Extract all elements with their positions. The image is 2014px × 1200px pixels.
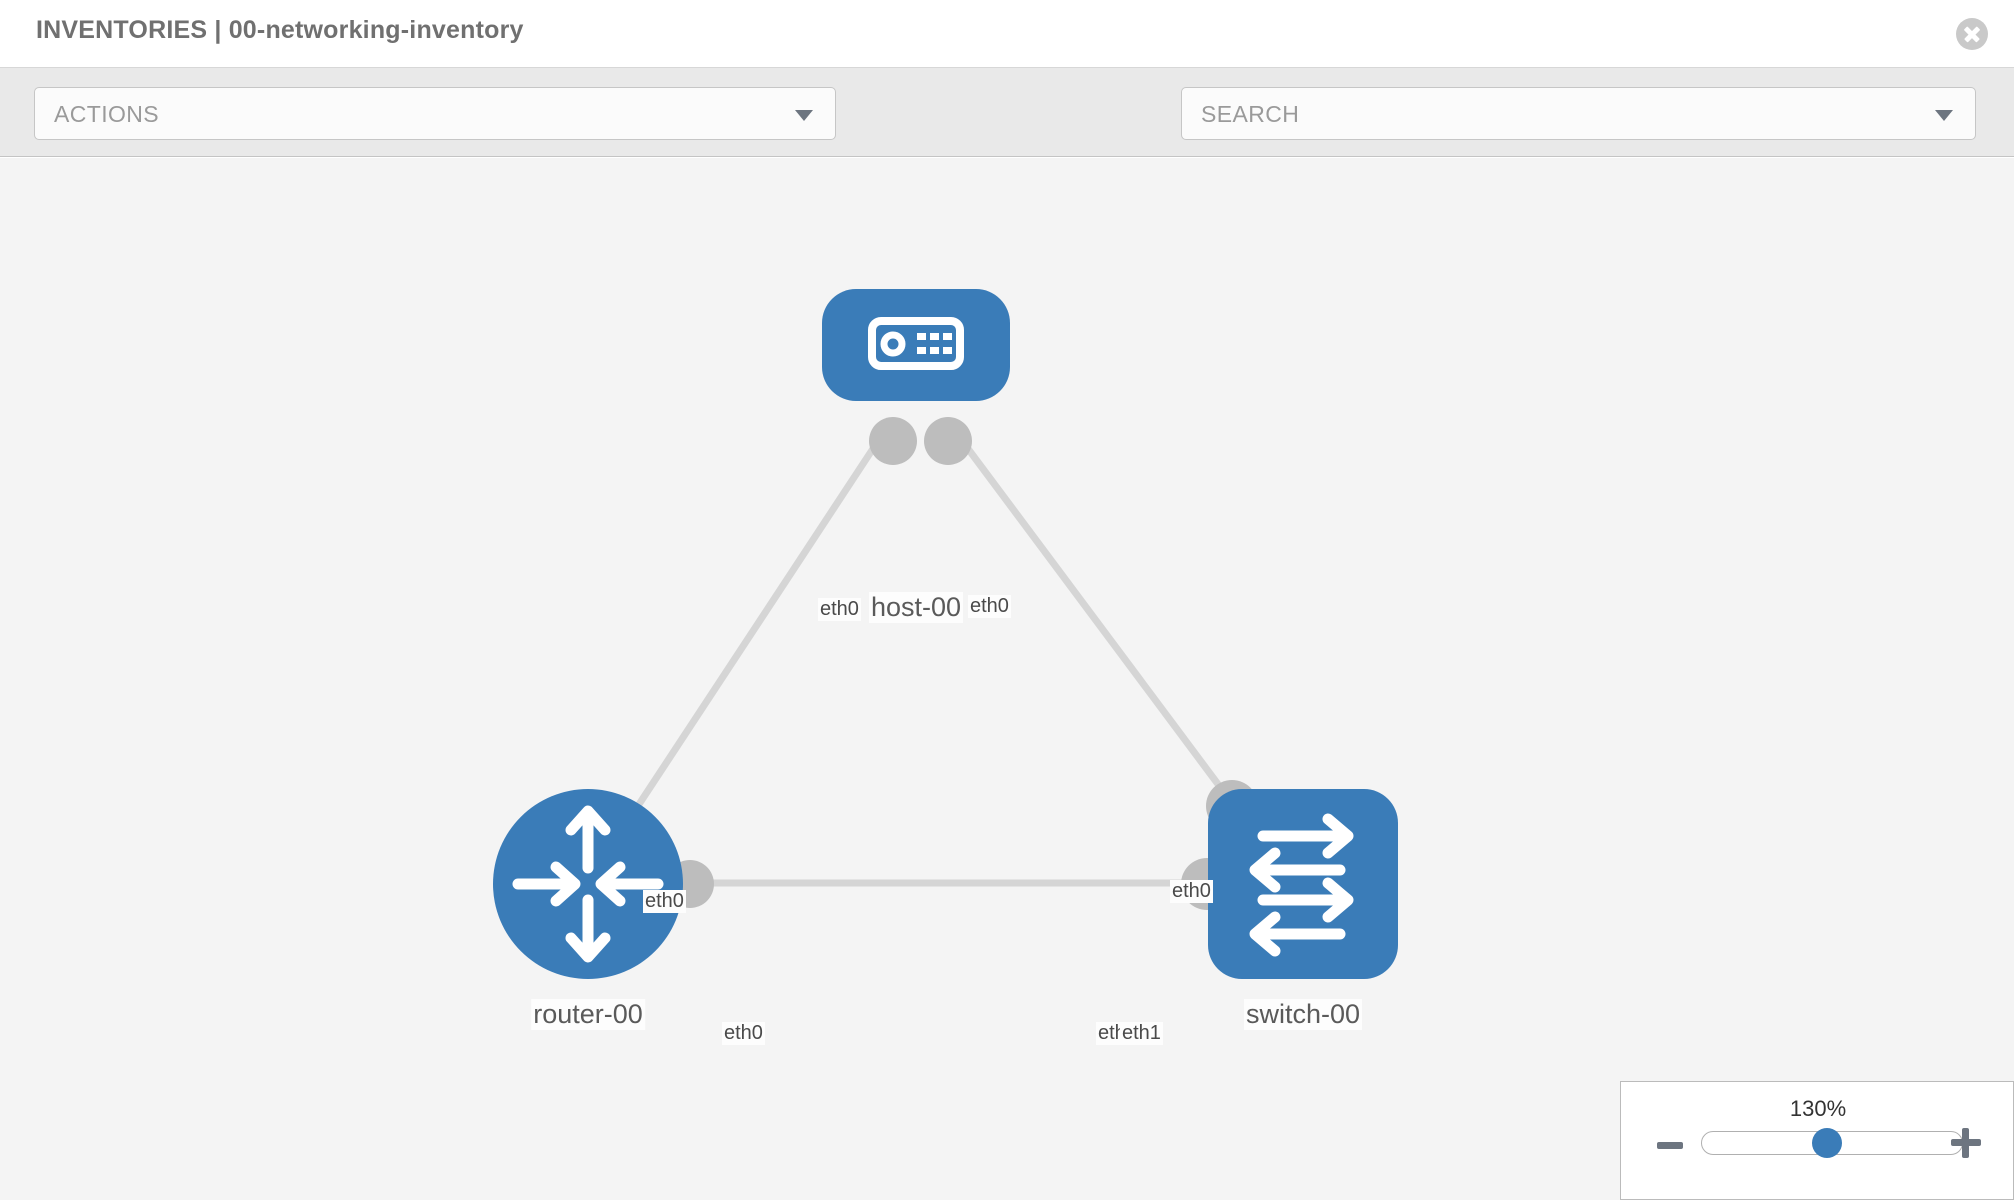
switch-arrows-icon: [1249, 813, 1354, 957]
zoom-control-panel: 130%: [1620, 1081, 2014, 1200]
page-title: INVENTORIES | 00-networking-inventory: [36, 16, 524, 44]
node-switch-00: [1208, 789, 1398, 979]
close-icon[interactable]: [1956, 18, 1988, 50]
port-circle: [869, 417, 917, 465]
iface-label: eth0: [643, 890, 686, 913]
link-host-router: [627, 436, 883, 820]
server-icon: [868, 317, 964, 370]
minus-icon[interactable]: [1657, 1142, 1683, 1149]
iface-label: eth0: [818, 598, 861, 621]
actions-dropdown-label: ACTIONS: [54, 101, 160, 127]
search-input[interactable]: SEARCH: [1181, 87, 1976, 140]
topology-ports: [666, 417, 1258, 910]
zoom-slider-thumb[interactable]: [1812, 1128, 1843, 1158]
iface-label: eth1: [1120, 1022, 1163, 1045]
node-host-00: [822, 289, 1010, 401]
zoom-level-value: 130%: [1789, 1096, 1847, 1121]
plus-icon[interactable]: [1951, 1128, 1981, 1158]
topology-links: [627, 435, 1235, 887]
link-host-switch: [957, 435, 1235, 806]
node-label-router: router-00: [531, 999, 645, 1030]
search-placeholder: SEARCH: [1201, 101, 1300, 127]
page-header: INVENTORIES | 00-networking-inventory: [0, 0, 2014, 68]
port-circle: [924, 417, 972, 465]
chevron-down-icon: [1935, 110, 1953, 121]
chevron-down-icon: [795, 110, 813, 121]
node-label-switch: switch-00: [1243, 999, 1363, 1030]
iface-label: eth0: [722, 1022, 765, 1045]
iface-label: eth0: [1170, 880, 1213, 903]
iface-label: eth0: [968, 595, 1011, 618]
toolbar: ACTIONS SEARCH: [0, 68, 2014, 203]
node-label-host: host-00: [868, 592, 964, 623]
four-arrows-icon: [512, 805, 664, 963]
topology-canvas[interactable]: eth0 eth0 eth0 eth0 eth0 eth0 eth1 host-…: [0, 158, 2014, 1200]
topology-graph: [493, 289, 1398, 979]
actions-dropdown[interactable]: ACTIONS: [34, 87, 836, 140]
node-router-00: [493, 789, 683, 979]
